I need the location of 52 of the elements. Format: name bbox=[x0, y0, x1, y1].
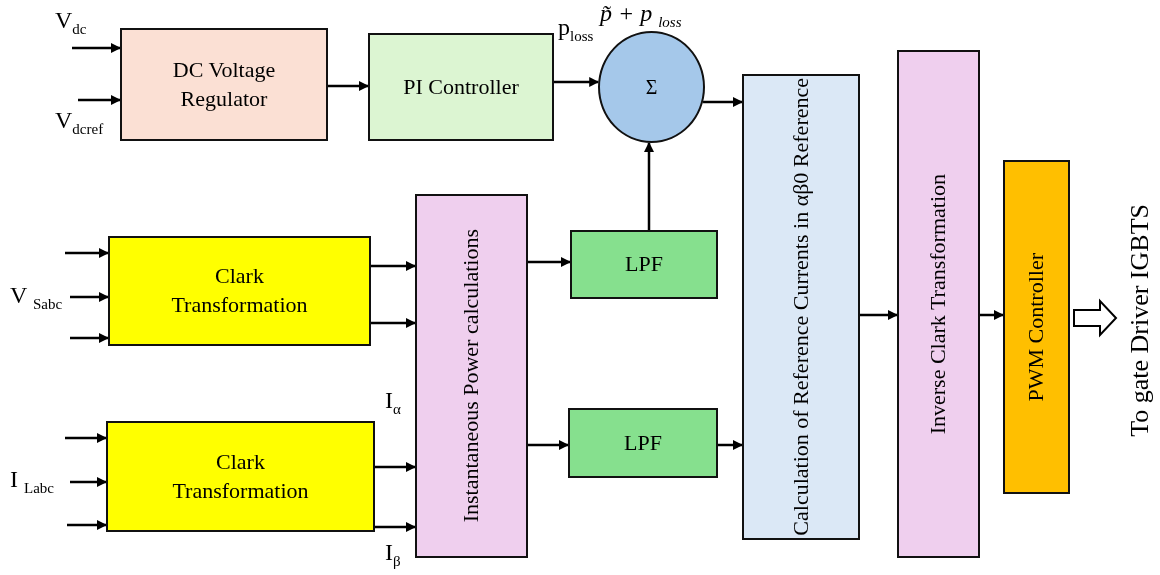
block-label: Clark Transformation bbox=[170, 262, 309, 319]
block-label: LPF bbox=[625, 250, 663, 279]
arrow bbox=[78, 95, 121, 105]
arrow bbox=[860, 310, 898, 320]
transform-block bbox=[106, 421, 375, 532]
block-label: DC Voltage Regulator bbox=[171, 55, 277, 113]
sum-symbol: Σ bbox=[645, 75, 658, 100]
block-label: Instantaneous Power calculations bbox=[457, 229, 485, 523]
block-label: PI Controller bbox=[403, 72, 519, 101]
block-label: To gate Driver IGBTS bbox=[1124, 203, 1156, 437]
controller-block bbox=[368, 33, 554, 141]
arrow bbox=[70, 477, 107, 487]
transform-block bbox=[108, 236, 371, 346]
arrow bbox=[375, 462, 416, 472]
arrow bbox=[528, 257, 571, 267]
controller-block bbox=[1003, 160, 1070, 494]
block-label: V $_{Sabc}$ bbox=[10, 280, 63, 314]
filter-block bbox=[568, 408, 718, 478]
hollow-arrow bbox=[1073, 298, 1118, 338]
transform-block bbox=[897, 50, 980, 558]
arrow bbox=[65, 248, 109, 258]
signal-label: p̃ + p $_{loss}$ bbox=[600, 1, 682, 30]
signal-label: I$_{β}$ bbox=[385, 540, 401, 569]
arrow bbox=[67, 520, 107, 530]
block-label: PWM Controller bbox=[1022, 252, 1050, 402]
block-label: Clark Transformation bbox=[171, 447, 310, 505]
arrow bbox=[70, 333, 109, 343]
block-label: Inverse Clark Transformation bbox=[924, 173, 952, 435]
arrow bbox=[371, 318, 416, 328]
arrow bbox=[375, 522, 416, 532]
arrow bbox=[70, 292, 109, 302]
regulator-block bbox=[120, 28, 328, 141]
arrow bbox=[371, 261, 416, 271]
filter-block bbox=[570, 230, 718, 299]
block-label: I $_{Labc}$ bbox=[10, 464, 54, 498]
arrow bbox=[72, 43, 121, 53]
arrow bbox=[528, 440, 569, 450]
calculation-block bbox=[742, 74, 860, 540]
arrow bbox=[328, 81, 369, 91]
arrow bbox=[980, 310, 1004, 320]
calculation-block bbox=[415, 194, 528, 558]
arrow bbox=[554, 77, 600, 87]
signal-label: V$_{dcref}$ bbox=[55, 108, 104, 137]
block-label: LPF bbox=[624, 428, 662, 457]
arrow bbox=[703, 97, 743, 107]
arrow bbox=[644, 142, 654, 230]
arrow bbox=[718, 440, 743, 450]
signal-label: p$_{loss}$ bbox=[558, 15, 594, 44]
signal-label: V$_{dc}$ bbox=[55, 8, 87, 37]
block-label: Calculation of Reference Currents in αβ0 Reference bbox=[786, 78, 814, 536]
signal-label: I$_{α}$ bbox=[385, 388, 401, 417]
arrow bbox=[65, 433, 107, 443]
